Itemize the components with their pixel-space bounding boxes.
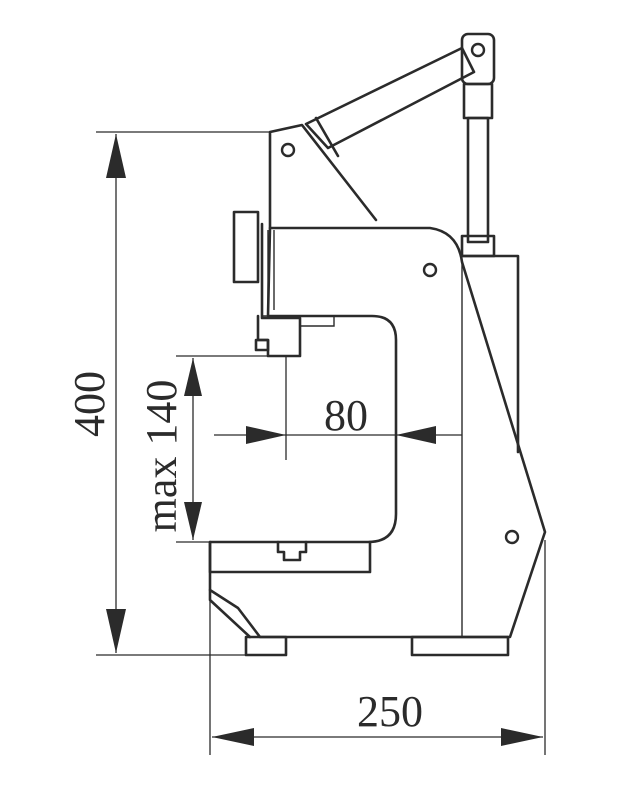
height-dimension: 400 xyxy=(65,131,270,656)
frame-lower-hole xyxy=(504,529,520,545)
lever-grip xyxy=(314,116,340,158)
press-body xyxy=(208,32,547,657)
lever-pivot-hole xyxy=(470,42,486,58)
stroke-arrow-bottom xyxy=(184,502,202,540)
width-arrow-left xyxy=(212,728,254,746)
stroke-arrow-top xyxy=(184,358,202,396)
lever-arm xyxy=(304,46,476,150)
gas-spring-upper xyxy=(462,82,494,120)
throat-arrow-right xyxy=(396,426,436,444)
height-arrow-bottom xyxy=(106,609,126,653)
width-dimension: 250 xyxy=(209,540,546,755)
frame-upper-hole xyxy=(422,262,438,278)
stroke-label: max 140 xyxy=(137,380,186,533)
bracket-hole xyxy=(280,142,296,158)
width-label: 250 xyxy=(357,687,423,736)
worktable xyxy=(208,540,372,574)
front-foot xyxy=(244,635,288,657)
ram-guide xyxy=(262,230,335,327)
ram-head xyxy=(256,222,302,358)
height-label: 400 xyxy=(65,371,114,437)
ram-tool-tip xyxy=(254,338,270,352)
throat-arrow-left xyxy=(246,426,286,444)
c-frame-outline xyxy=(208,226,547,639)
stroke-dimension: max 140 xyxy=(137,355,268,543)
height-arrow-top xyxy=(106,134,126,178)
throat-dimension: 80 xyxy=(214,356,462,460)
rear-foot xyxy=(410,635,510,657)
rear-housing xyxy=(460,254,520,454)
width-arrow-right xyxy=(501,728,543,746)
lever-bracket xyxy=(268,123,378,230)
throat-label: 80 xyxy=(324,391,368,440)
table-t-slot xyxy=(276,540,308,562)
ram-clamp xyxy=(232,210,260,284)
base-contour xyxy=(208,588,252,639)
gas-spring-rod xyxy=(466,116,490,244)
